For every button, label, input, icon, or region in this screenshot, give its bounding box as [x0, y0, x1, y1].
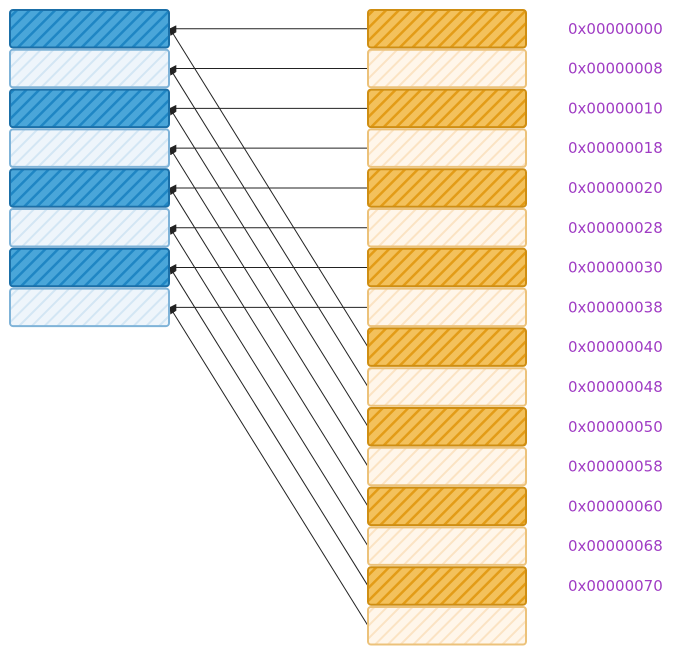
memory-blocks: [367, 9, 527, 646]
address-label: 0x00000018: [568, 139, 663, 157]
address-label: 0x00000010: [568, 99, 663, 117]
address-label: 0x00000028: [568, 219, 663, 237]
address-label: 0x00000050: [568, 418, 663, 436]
mapping-arrow: [169, 306, 369, 627]
memory-block-2: [367, 88, 527, 129]
cache-lines: [9, 9, 170, 328]
mapping-arrow: [169, 227, 369, 547]
memory-block-13: [367, 526, 527, 566]
mapping-arrow: [169, 187, 369, 507]
memory-block-14: [367, 566, 527, 606]
address-label: 0x00000048: [568, 378, 663, 396]
address-label: 0x00000008: [568, 60, 663, 78]
address-label: 0x00000060: [568, 497, 663, 515]
mapping-arrow: [169, 266, 369, 587]
address-label: 0x00000038: [568, 298, 663, 316]
memory-block-11: [367, 446, 527, 487]
cache-line-1: [9, 48, 170, 89]
cache-line-6: [9, 247, 170, 288]
memory-block-0: [367, 9, 527, 49]
memory-block-7: [367, 287, 527, 328]
address-label: 0x00000058: [568, 458, 663, 476]
cache-line-3: [9, 128, 170, 168]
cache-line-2: [9, 88, 170, 129]
memory-block-6: [367, 247, 527, 288]
memory-block-12: [367, 486, 527, 527]
mapping-arrow: [169, 28, 369, 348]
memory-block-1: [367, 48, 527, 89]
memory-block-15: [367, 606, 527, 646]
memory-block-10: [367, 407, 527, 447]
mapping-arrows: [169, 25, 369, 627]
cache-line-4: [9, 168, 170, 208]
memory-block-4: [367, 168, 527, 208]
mapping-arrow: [169, 67, 369, 388]
cache-line-0: [9, 9, 170, 49]
mapping-arrow: [169, 107, 369, 428]
memory-block-5: [367, 208, 527, 248]
address-label: 0x00000000: [568, 20, 663, 38]
mapping-arrow: [169, 147, 369, 467]
address-label: 0x00000030: [568, 259, 663, 277]
address-label: 0x00000040: [568, 338, 663, 356]
address-labels: 0x00000000 0x00000008 0x00000010 0x00000018…: [568, 20, 663, 595]
memory-block-8: [367, 327, 527, 367]
address-label: 0x00000070: [568, 577, 663, 595]
cache-line-7: [9, 287, 170, 328]
memory-block-3: [367, 128, 527, 168]
memory-block-9: [367, 367, 527, 407]
cache-line-5: [9, 208, 170, 248]
address-label: 0x00000068: [568, 537, 663, 555]
address-label: 0x00000020: [568, 179, 663, 197]
